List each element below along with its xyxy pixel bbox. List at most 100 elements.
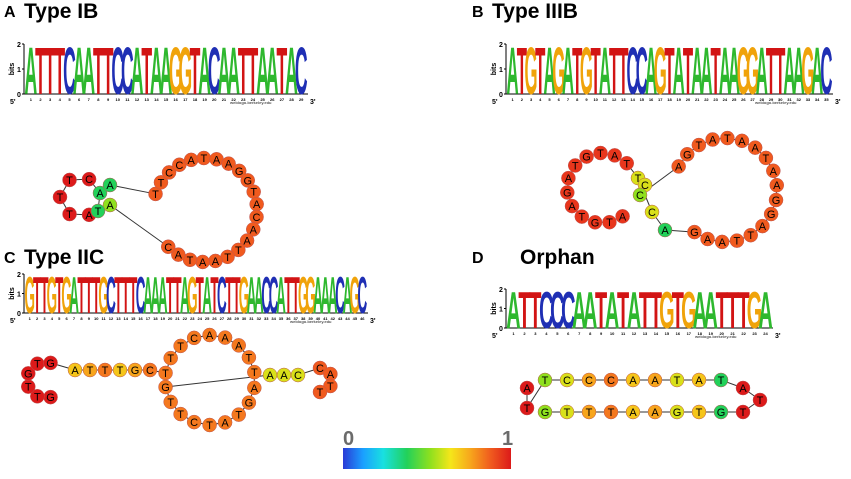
logo-letter: C — [820, 35, 832, 109]
nucleotide-letter: A — [327, 369, 335, 381]
color-scale-bar — [343, 448, 511, 469]
position-number: 16 — [138, 316, 143, 321]
logo-letter: C — [261, 268, 271, 326]
logo-letter: C — [269, 268, 279, 326]
logo-letter: T — [591, 35, 601, 109]
position-number: 11 — [621, 331, 626, 336]
position-number: 20 — [686, 97, 691, 102]
nucleotide-letter: A — [661, 225, 669, 237]
nucleotide-letter: T — [608, 407, 615, 419]
five-prime-label: 5' — [10, 318, 16, 325]
three-prime-label: 3' — [370, 318, 376, 325]
nucleotide-letter: T — [158, 177, 165, 189]
nucleotide-letter: G — [690, 227, 699, 239]
nucleotide-letter: G — [582, 152, 591, 164]
nucleotide-letter: T — [224, 252, 231, 264]
three-prime-label: 3' — [775, 333, 781, 340]
nucleotide-circle — [559, 404, 575, 420]
logo-letter: C — [111, 35, 124, 109]
position-number: 9 — [585, 97, 588, 102]
position-number: 14 — [630, 97, 635, 102]
nucleotide-letter: T — [117, 365, 124, 377]
nucleotide-circle — [163, 394, 178, 410]
logo-letter: T — [233, 268, 241, 326]
position-number: 8 — [576, 97, 579, 102]
nucleotide-letter: T — [57, 192, 64, 204]
logo-letter: A — [256, 35, 269, 109]
nucleotide-circle — [231, 407, 246, 422]
position-number: 24 — [763, 331, 768, 336]
nucleotide-circle — [173, 406, 188, 422]
nucleotide-circle — [62, 172, 77, 188]
position-number: 34 — [271, 316, 276, 321]
nucleotide-letter: A — [704, 234, 712, 246]
nucleotide-letter: T — [327, 381, 334, 393]
nucleotide-circle — [647, 404, 663, 420]
nucleotide-circle — [231, 338, 246, 353]
nucleotide-letter: T — [724, 133, 731, 145]
nucleotide-circle — [112, 362, 128, 378]
logo-letter: T — [738, 282, 750, 340]
nucleotide-letter: A — [250, 224, 258, 236]
nucleotide-circle — [669, 404, 685, 420]
logo-letter: T — [40, 268, 48, 326]
logo-letter: T — [114, 268, 122, 326]
nucleotide-letter: A — [221, 417, 229, 429]
logo-letter: T — [775, 35, 785, 109]
logo-letter: T — [683, 35, 693, 109]
position-number: 17 — [658, 97, 663, 102]
position-number: 14 — [154, 97, 159, 102]
logo-letter: T — [535, 35, 545, 109]
logo-letter: A — [266, 35, 279, 109]
position-number: 5 — [556, 331, 559, 336]
nucleotide-letter: A — [243, 236, 251, 248]
nucleotide-letter: A — [738, 136, 746, 148]
position-number: 5 — [548, 97, 551, 102]
panel-a-letter: A — [4, 4, 16, 21]
position-number: 12 — [135, 97, 140, 102]
nucleotide-circle — [619, 156, 634, 171]
nucleotide-circle — [247, 364, 262, 380]
nucleotide-letter: G — [243, 175, 252, 187]
logo-letter: T — [129, 268, 137, 326]
position-number: 32 — [257, 316, 262, 321]
nucleotide-letter: A — [675, 161, 683, 173]
nucleotide-circle — [587, 215, 603, 230]
nucleotide-letter: A — [565, 173, 573, 185]
panel-b-letter: B — [472, 4, 484, 21]
nucleotide-circle — [537, 372, 553, 388]
logo-letter: A — [758, 282, 772, 340]
logo-letter: T — [595, 282, 607, 340]
position-number: 26 — [741, 97, 746, 102]
logo-letter: A — [583, 282, 597, 340]
nucleotide-circle — [241, 350, 257, 365]
nucleotide-circle — [691, 404, 707, 420]
logo-letter: C — [121, 35, 134, 109]
logo-letter: C — [208, 35, 221, 109]
logo-letter: C — [217, 268, 227, 326]
nucleotide-circle — [581, 372, 597, 388]
nucleotide-circle — [158, 379, 173, 395]
nucleotide-letter: T — [34, 359, 41, 371]
position-number: 16 — [676, 331, 681, 336]
nucleotide-letter: T — [564, 407, 571, 419]
position-number: 2 — [39, 97, 42, 102]
nucleotide-circle — [241, 395, 257, 410]
position-number: 1 — [511, 97, 514, 102]
nucleotide-circle — [161, 165, 177, 180]
logo-letter: G — [239, 268, 249, 326]
position-number: 17 — [183, 97, 188, 102]
color-scale-max-label: 1 — [502, 428, 514, 450]
logo-letter: T — [609, 35, 619, 109]
panel-c-title: Type IIC — [24, 246, 105, 269]
logo-letter: T — [166, 268, 174, 326]
nucleotide-circle — [240, 173, 255, 188]
position-number: 13 — [643, 331, 648, 336]
logo-letter: G — [580, 35, 593, 109]
position-number: 16 — [173, 97, 178, 102]
logo-letter: A — [507, 35, 519, 109]
position-number: 10 — [94, 316, 99, 321]
nucleotide-circle — [735, 380, 751, 396]
